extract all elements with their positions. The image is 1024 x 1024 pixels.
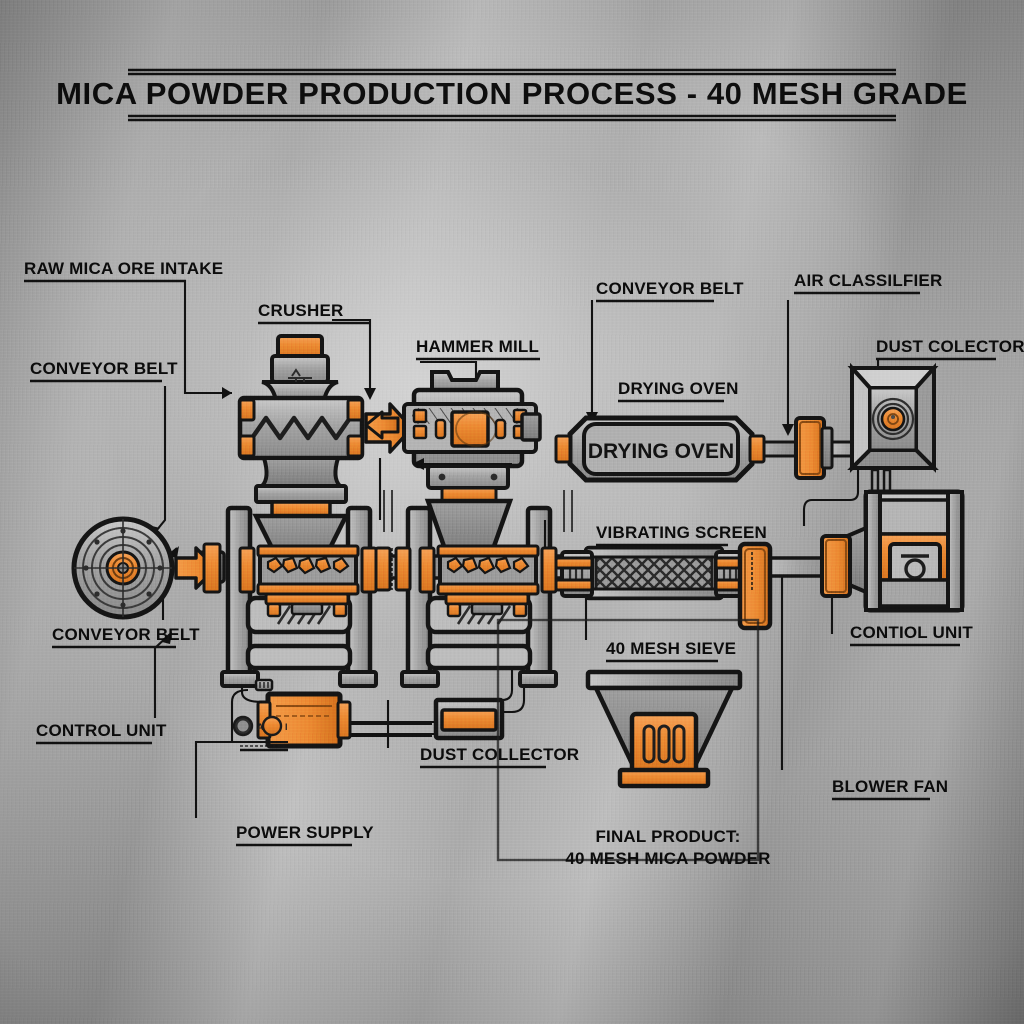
title-text: MICA POWDER PRODUCTION PROCESS - 40 MESH…	[56, 76, 968, 111]
label-final-product: FINAL PRODUCT: 40 MESH MICA POWDER	[565, 827, 770, 868]
label-40-mesh-sieve: 40 MESH SIEVE	[606, 639, 736, 663]
label-raw-mica-ore-intake: RAW MICA ORE INTAKE	[24, 259, 223, 283]
vibrating-screen-machine	[554, 541, 773, 631]
label-blower-fan: BLOWER FAN	[832, 777, 948, 801]
air-classifier-unit	[794, 416, 834, 480]
label-power-supply: POWER SUPPLY	[236, 823, 374, 847]
page-title: MICA POWDER PRODUCTION PROCESS - 40 MESH…	[56, 68, 968, 122]
svg-text:CONVEYOR BELT: CONVEYOR BELT	[30, 359, 178, 378]
guide-rods	[383, 490, 573, 532]
drying-oven-machine: DRYING OVEN	[554, 415, 766, 483]
svg-text:CONTROL UNIT: CONTROL UNIT	[36, 721, 167, 740]
drying-oven-body-text: DRYING OVEN	[588, 440, 734, 463]
svg-text:DUST COLECTOR: DUST COLECTOR	[876, 337, 1024, 356]
final-product-hopper	[496, 618, 760, 862]
conveyor-pulley-wheel	[71, 516, 175, 620]
svg-text:CONVEYOR BELT: CONVEYOR BELT	[596, 279, 744, 298]
svg-text:CRUSHER: CRUSHER	[258, 301, 343, 320]
leader-crusher	[332, 318, 372, 392]
leader-raw-intake	[183, 280, 232, 395]
label-conveyor-belt-lower-left: CONVEYOR BELT	[52, 625, 200, 649]
power-supply-unit: A I	[230, 678, 352, 752]
label-dust-collector-top: DUST COLECTOR	[876, 337, 1024, 361]
svg-text:AIR CLASSILFIER: AIR CLASSILFIER	[794, 271, 942, 290]
svg-text:HAMMER MILL: HAMMER MILL	[416, 337, 539, 356]
blower-fan-control-unit	[820, 489, 965, 613]
label-control-unit-left: CONTROL UNIT	[36, 721, 167, 745]
svg-text:RAW MICA ORE INTAKE: RAW MICA ORE INTAKE	[24, 259, 223, 278]
svg-text:CONVEYOR BELT: CONVEYOR BELT	[52, 625, 200, 644]
leader-power-supply	[194, 740, 232, 818]
dust-collector-top-unit	[847, 362, 939, 473]
flow-arrows	[378, 458, 547, 548]
indicator-lamp-icon-on[interactable]	[261, 715, 283, 737]
svg-text:DUST COLLECTOR: DUST COLLECTOR	[420, 745, 579, 764]
svg-text:FINAL PRODUCT:: FINAL PRODUCT:	[595, 827, 740, 846]
flow-arrow-icon-crusher	[364, 402, 414, 454]
svg-text:BLOWER FAN: BLOWER FAN	[832, 777, 948, 796]
hammer-mill-machine	[402, 370, 542, 555]
crusher-emblem-icon	[288, 368, 312, 382]
label-conveyor-belt-center: CONVEYOR BELT	[596, 279, 744, 303]
lamp-marker-i: I	[285, 722, 288, 732]
labels-layer: RAW MICA ORE INTAKE CONVEYOR BELT CRUSHE…	[24, 259, 1024, 868]
svg-text:DRYING OVEN: DRYING OVEN	[618, 379, 739, 398]
auger-unit-1	[220, 505, 378, 688]
label-drying-oven: DRYING OVEN	[618, 379, 739, 403]
label-hammer-mill: HAMMER MILL	[416, 337, 540, 361]
dust-collector-bottom-unit	[433, 697, 505, 741]
indicator-lamp-icon-off[interactable]	[232, 715, 254, 737]
lamp-marker-a: A	[257, 722, 264, 732]
label-conveyor-belt-upper-left: CONVEYOR BELT	[30, 359, 178, 383]
label-crusher: CRUSHER	[258, 301, 370, 325]
svg-text:40 MESH SIEVE: 40 MESH SIEVE	[606, 639, 736, 658]
svg-text:CONTIOL UNIT: CONTIOL UNIT	[850, 623, 973, 642]
label-dust-collector-bottom: DUST COLLECTOR	[420, 745, 579, 769]
label-control-unit-right: CONTIOL UNIT	[850, 623, 973, 647]
leader-conveyor-upper-left	[151, 386, 167, 537]
label-air-classifier: AIR CLASSILFIER	[794, 271, 942, 295]
shaft-couplings	[202, 542, 753, 594]
auger-unit-2	[400, 505, 558, 688]
crusher-machine	[237, 334, 365, 559]
svg-text:POWER SUPPLY: POWER SUPPLY	[236, 823, 374, 842]
label-vibrating-screen: VIBRATING SCREEN	[596, 523, 767, 547]
svg-text:VIBRATING SCREEN: VIBRATING SCREEN	[596, 523, 767, 542]
svg-text:40 MESH MICA POWDER: 40 MESH MICA POWDER	[565, 849, 770, 868]
